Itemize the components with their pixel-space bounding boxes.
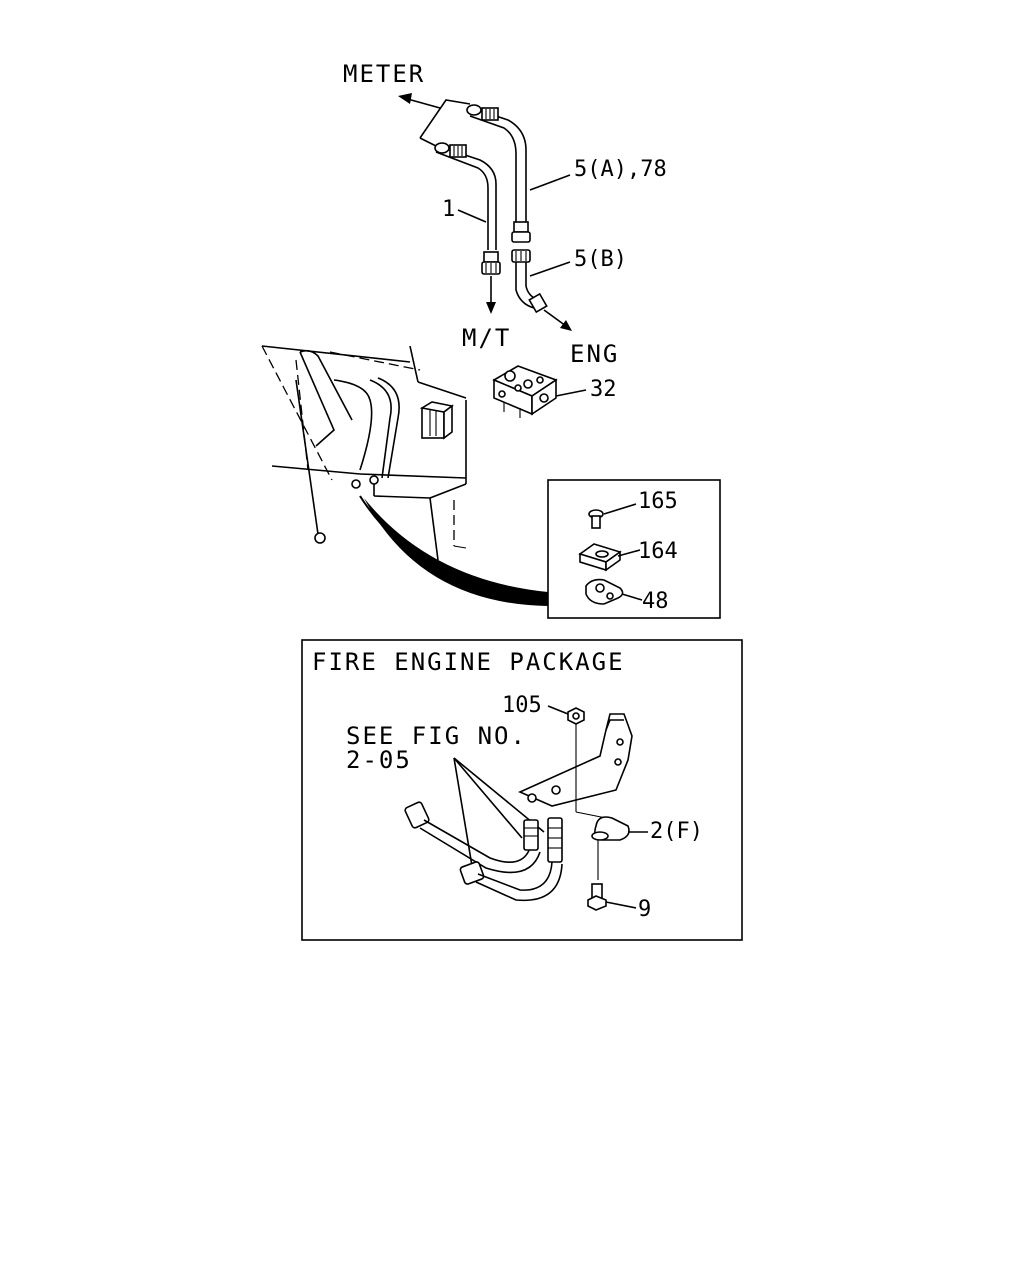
junction-block-32-icon xyxy=(492,365,558,418)
leader-105 xyxy=(547,705,569,715)
hose-5a-icon xyxy=(466,104,531,243)
detail-box xyxy=(547,479,721,619)
leader-5b xyxy=(529,261,571,277)
label-part-5a: 5(A),78 xyxy=(574,157,667,182)
eng-arrow xyxy=(543,309,572,331)
detail-leader-curve xyxy=(359,495,549,606)
leader-5a xyxy=(529,174,571,191)
leader-32 xyxy=(555,389,587,397)
leader-48 xyxy=(621,593,643,601)
hose-1-icon xyxy=(434,142,501,275)
label-meter: METER xyxy=(343,60,425,88)
fire-hose-1-icon xyxy=(404,801,541,874)
bolt-9-icon xyxy=(587,883,607,911)
label-part-105: 105 xyxy=(502,693,542,718)
see-fig-line2: 2-05 xyxy=(346,746,412,774)
hose-bracket-outline xyxy=(419,99,471,149)
fire-hose-2-icon xyxy=(459,817,563,902)
mt-arrow xyxy=(486,276,496,314)
label-part-164: 164 xyxy=(638,539,678,564)
see-fig-line1: SEE FIG NO. xyxy=(346,722,527,750)
nut-105-icon xyxy=(567,707,585,725)
label-part-2f: 2(F) xyxy=(650,819,703,844)
label-part-1: 1 xyxy=(442,197,455,222)
label-part-165: 165 xyxy=(638,489,678,514)
plate-48-icon xyxy=(585,578,624,605)
label-part-48: 48 xyxy=(642,589,669,614)
leader-164 xyxy=(617,549,641,557)
label-part-32: 32 xyxy=(590,377,617,402)
label-part-9: 9 xyxy=(638,897,651,922)
leader-1 xyxy=(457,209,487,223)
bracket-icon xyxy=(518,712,633,807)
meter-arrow xyxy=(398,93,441,109)
fire-package-title: FIRE ENGINE PACKAGE xyxy=(312,648,625,676)
label-mt: M/T xyxy=(462,324,511,352)
label-part-5b: 5(B) xyxy=(574,247,627,272)
label-eng: ENG xyxy=(570,340,619,368)
screw-165-icon xyxy=(588,509,604,529)
leader-9 xyxy=(605,901,637,909)
clamp-2f-icon xyxy=(575,800,630,880)
leader-165 xyxy=(603,503,637,515)
fire-engine-package-box xyxy=(301,639,743,941)
hose-5b-icon xyxy=(511,249,548,314)
clip-164-icon xyxy=(578,543,622,572)
chassis-frame-drawing xyxy=(261,345,467,561)
